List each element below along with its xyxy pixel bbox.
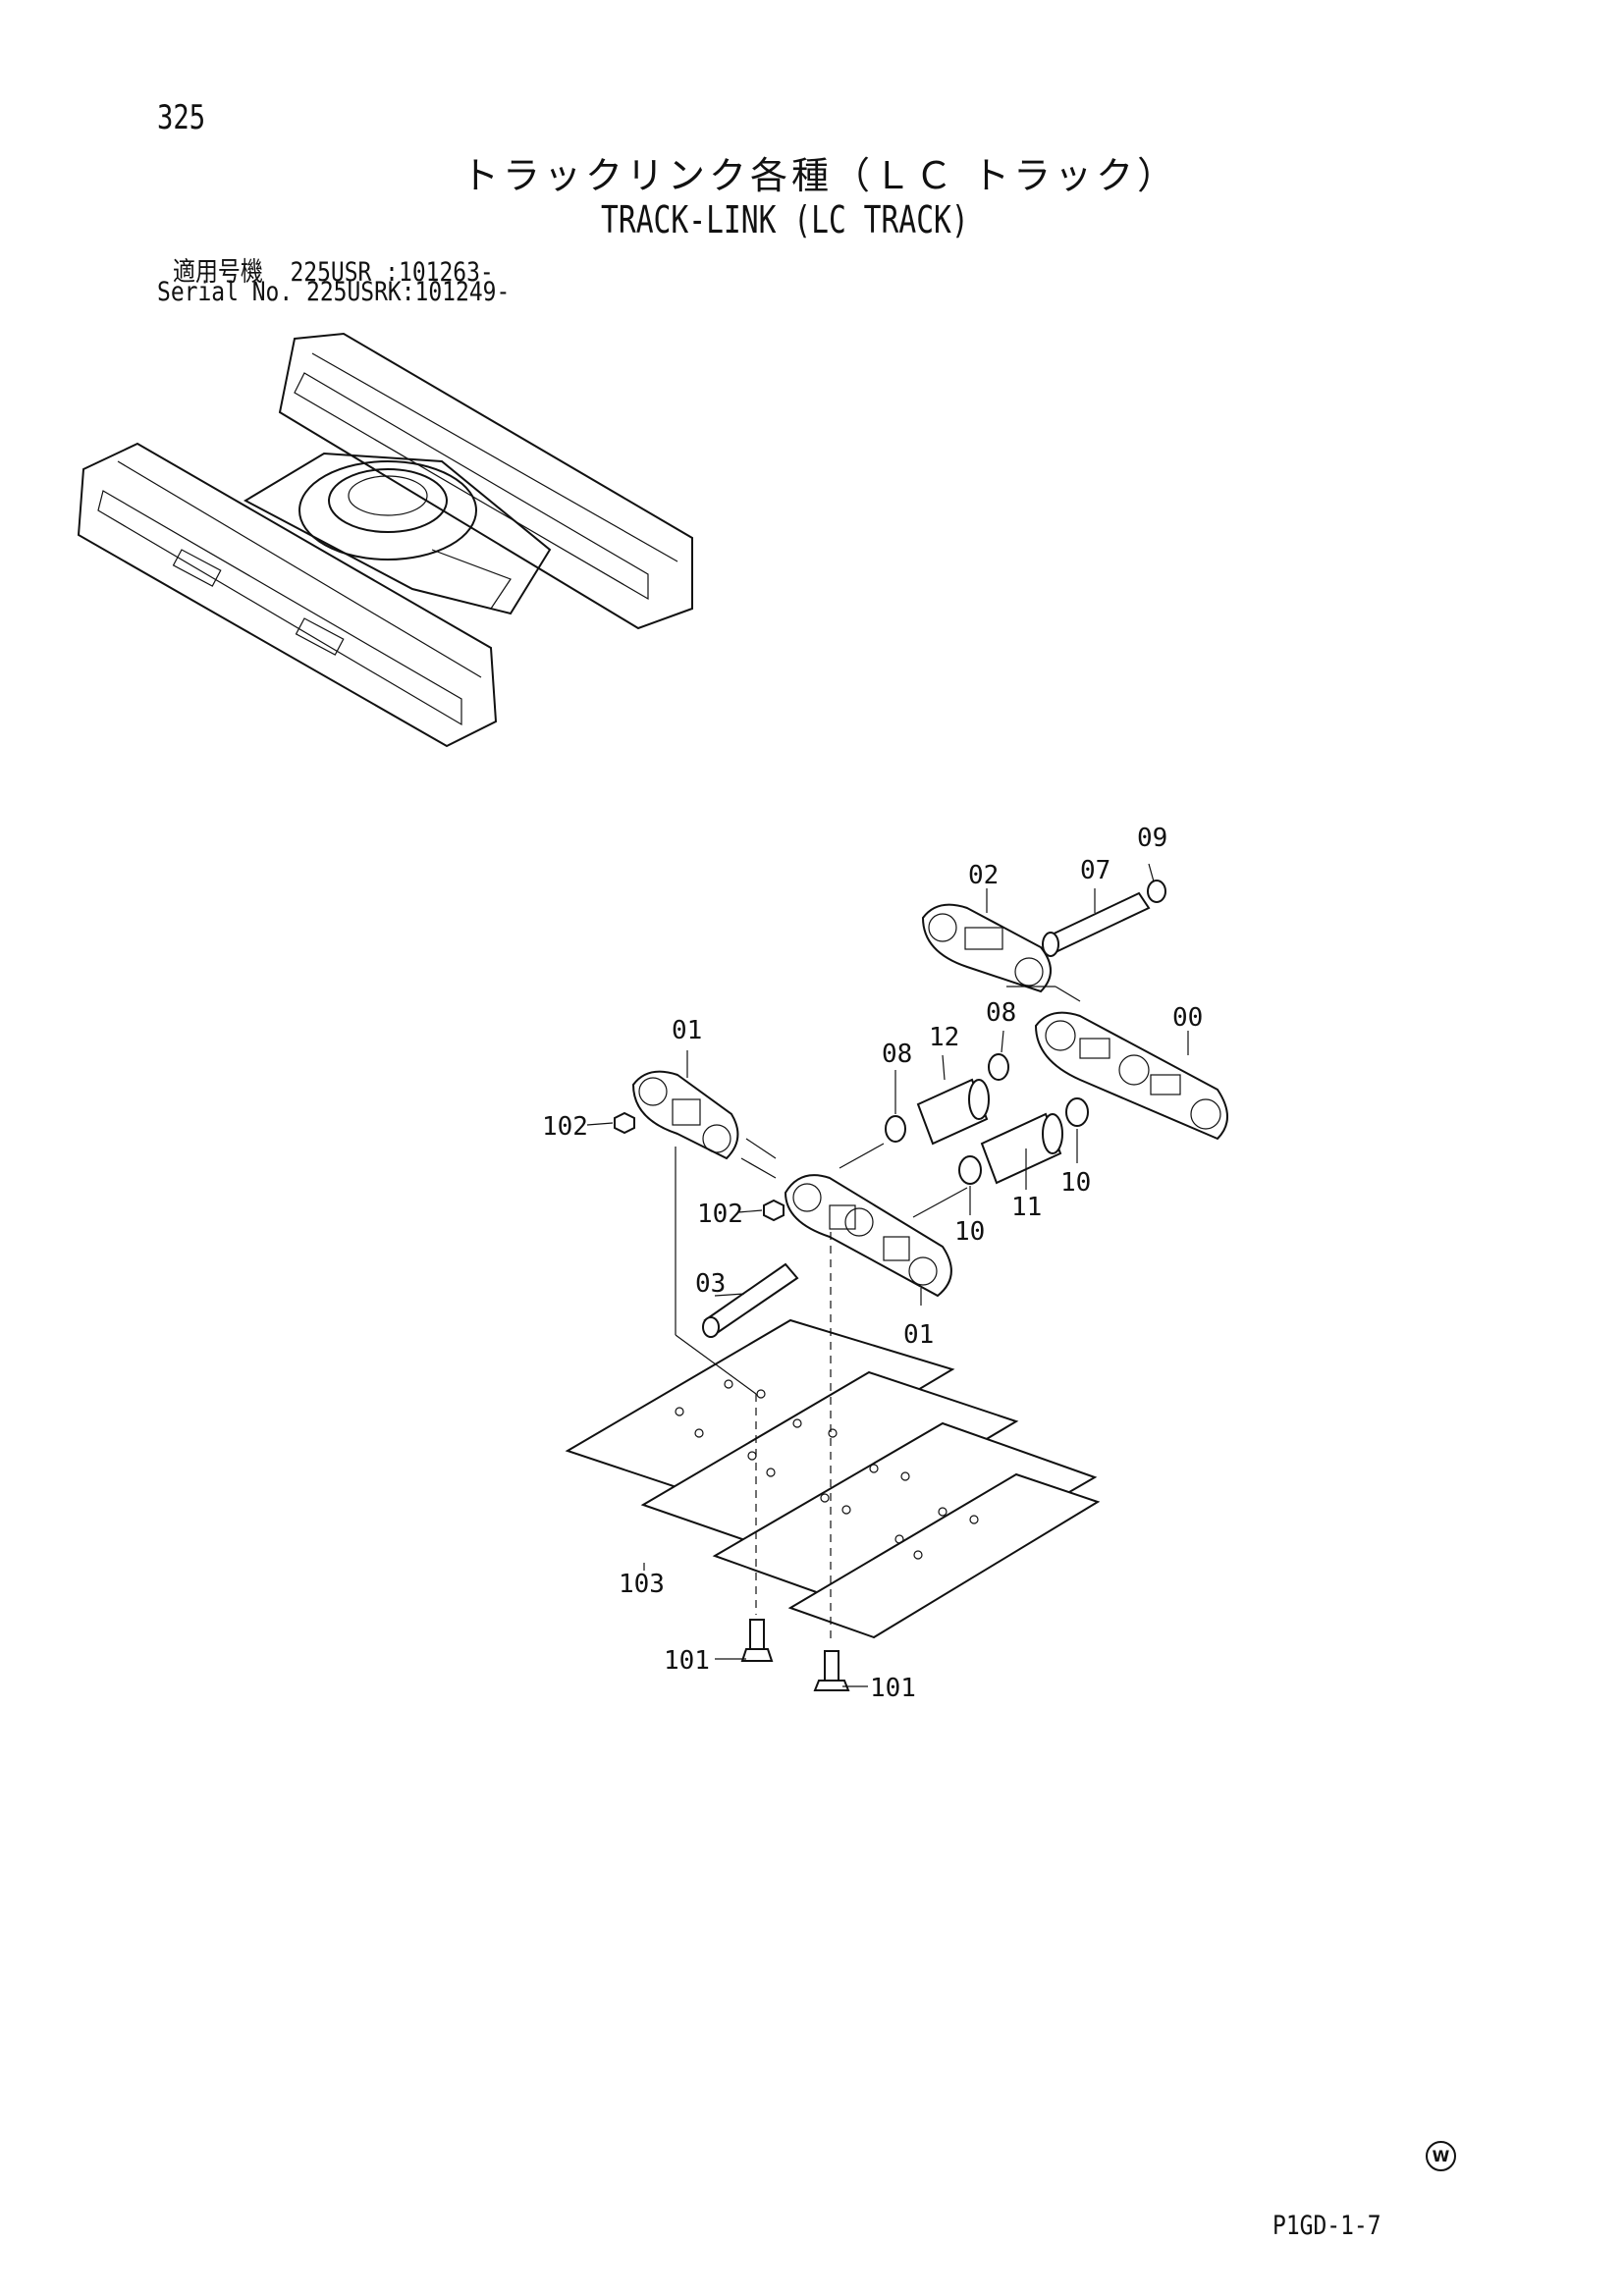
callout-09: 09	[1137, 824, 1167, 853]
serial-model-2: 225USRK	[306, 277, 402, 307]
callout-101-left: 101	[664, 1646, 710, 1676]
callout-11: 11	[1011, 1193, 1042, 1222]
undercarriage-illustration	[77, 332, 693, 748]
callout-10-mid: 10	[954, 1217, 985, 1247]
callout-08-right: 08	[986, 998, 1016, 1028]
seal-10	[958, 1097, 1089, 1185]
callout-07: 07	[1080, 856, 1110, 885]
callout-10-right: 10	[1060, 1168, 1091, 1198]
serial-row-1: 適用号機 225USR :101263-	[173, 250, 494, 289]
track-shoes-103	[565, 1318, 1101, 1639]
callout-08-left: 08	[882, 1040, 912, 1069]
footer-code: P1GD-1-7	[1272, 2211, 1381, 2241]
serial-model-1: 225USR	[290, 257, 372, 288]
callout-102-top: 102	[542, 1112, 588, 1142]
callout-01-top: 01	[672, 1016, 702, 1045]
callout-00: 00	[1172, 1003, 1203, 1033]
callout-01-bottom: 01	[903, 1320, 934, 1350]
serial-row-2: Serial No. 225USRK:101249-	[157, 277, 510, 307]
page-number: 325	[157, 98, 206, 137]
bushing-12	[916, 1078, 990, 1146]
callout-02: 02	[968, 861, 999, 890]
bushing-11	[980, 1112, 1063, 1185]
serial-value-1: :101263-	[385, 257, 494, 288]
callout-101-right: 101	[870, 1674, 916, 1703]
link-01-upper	[631, 1070, 739, 1160]
callout-12: 12	[929, 1023, 959, 1052]
ring-09	[1147, 880, 1166, 903]
serial-value-2: :101249-	[401, 277, 511, 307]
bolt-101	[740, 1619, 850, 1691]
link-01-lower	[784, 1174, 952, 1298]
leader-lines	[586, 863, 1189, 1687]
title-japanese: トラックリンク各種（ＬＣ トラック）	[461, 154, 1179, 197]
serial-label-en: Serial No.	[157, 277, 294, 307]
pin-03	[702, 1262, 799, 1338]
callout-03: 03	[695, 1269, 726, 1299]
w-mark-icon: W	[1426, 2141, 1456, 2171]
title-english: TRACK-LINK (LC TRACK)	[601, 198, 969, 241]
callout-103: 103	[619, 1570, 665, 1599]
seal-08	[885, 1053, 1009, 1143]
callout-102-mid: 102	[697, 1200, 743, 1229]
link-00	[1034, 1011, 1228, 1141]
pin-07	[1042, 891, 1151, 957]
nut-102	[614, 1111, 785, 1222]
link-02	[921, 903, 1052, 993]
serial-label-jp: 適用号機	[173, 257, 263, 288]
